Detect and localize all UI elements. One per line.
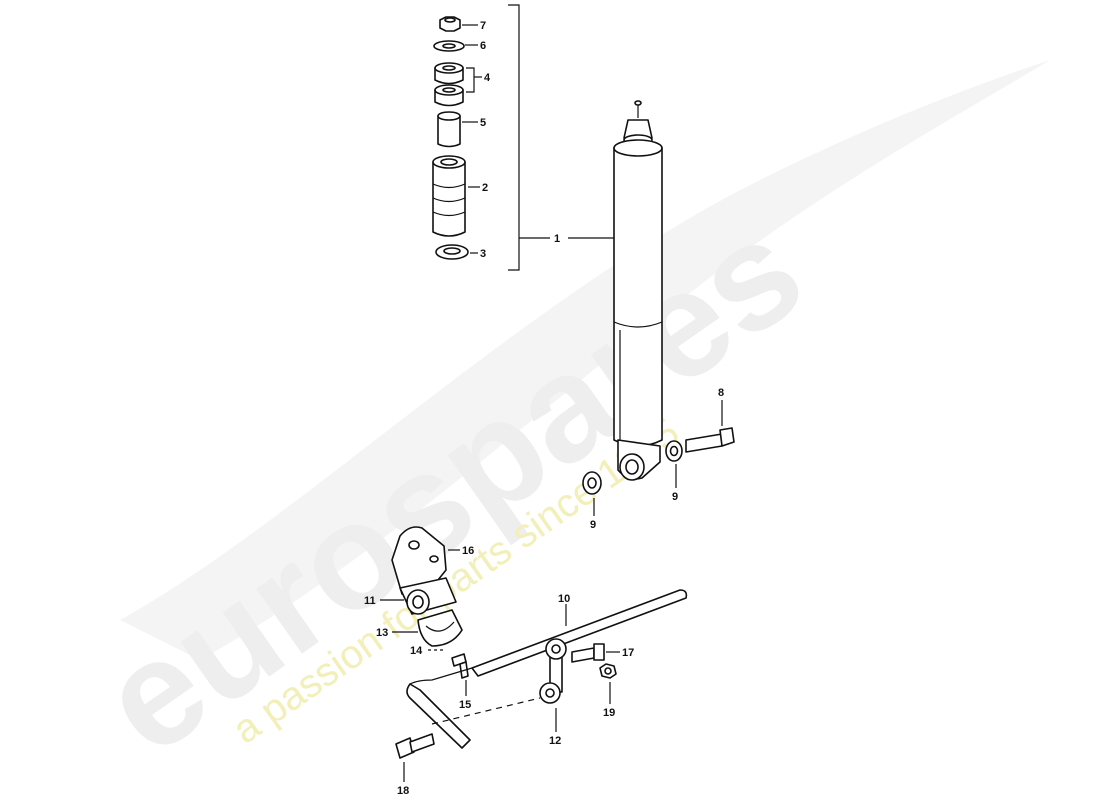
callout-labels: 7 6 4 5 2 1 3 8 9 9 16 10 11 13 14 17 15… [364,20,724,797]
callout-14: 14 [410,645,423,657]
callout-18: 18 [397,785,409,797]
callout-15: 15 [459,699,471,711]
callout-1: 1 [554,233,560,245]
part-9-washer-right [665,440,683,488]
callout-7: 7 [480,20,486,32]
callout-2: 2 [482,182,488,194]
part-11-bushing [380,577,457,615]
part-3-washer [435,244,478,260]
callout-11: 11 [364,595,376,607]
callout-10: 10 [558,593,570,605]
group-bracket [508,4,618,271]
callout-4: 4 [484,72,491,84]
callout-9-right: 9 [672,491,678,503]
callout-9-left: 9 [590,519,596,531]
callout-13: 13 [376,627,388,639]
part-1-shock-absorber [613,100,663,481]
part-5-sleeve [437,111,478,148]
callout-19: 19 [603,707,615,719]
callout-17: 17 [622,647,634,659]
callout-3: 3 [480,248,486,260]
callout-8: 8 [718,387,724,399]
callout-6: 6 [480,40,486,52]
part-9-washer-left [582,471,602,516]
callout-12: 12 [549,735,561,747]
part-18-bolt [395,733,435,782]
part-2-bump-stop [432,155,480,237]
part-8-bolt [685,400,735,453]
callout-5: 5 [480,117,486,129]
part-13-clamp [392,609,463,647]
part-17-bolt [571,643,620,663]
part-12-coupling-link [539,638,567,732]
part-10-stabilizer-bar [406,589,688,749]
part-4-bushings [434,62,482,107]
part-19-nut [599,663,617,704]
part-15-screw [459,661,469,696]
watermark-swoosh [120,60,1050,660]
callout-16: 16 [462,545,474,557]
watermark-brand: eurospares [72,185,831,786]
part-7-nut [439,16,478,32]
part-6-washer [433,40,478,52]
part-16-bracket [391,526,460,595]
